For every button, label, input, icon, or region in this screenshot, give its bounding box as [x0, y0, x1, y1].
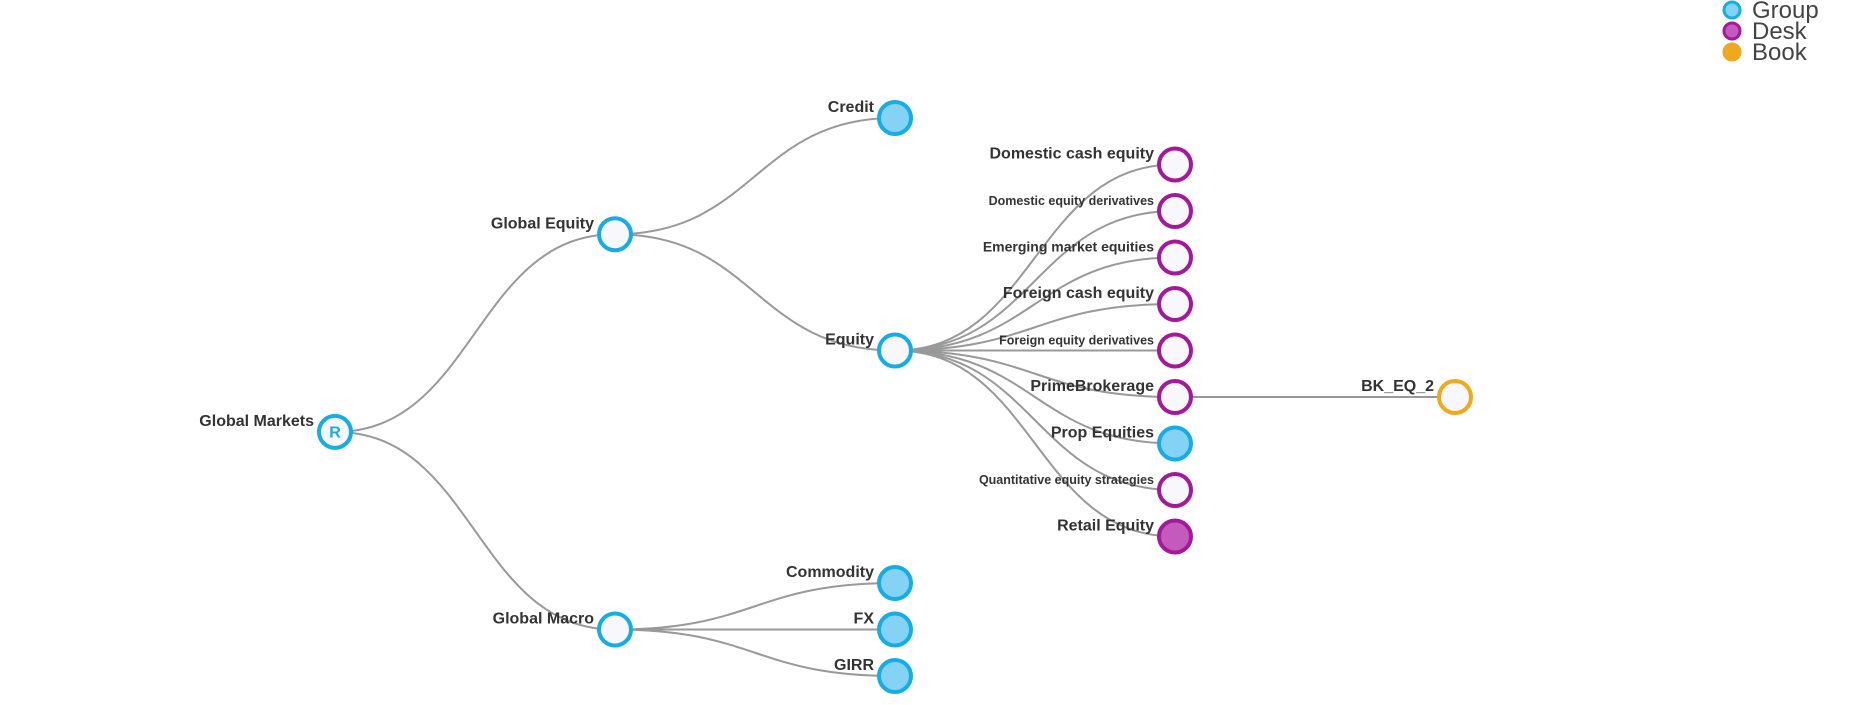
girr-node-circle[interactable] [877, 658, 913, 694]
node-foreign-equity-derivatives[interactable]: Foreign equity derivatives [999, 332, 1193, 369]
legend-label: Group [1752, 0, 1819, 24]
domestic-cash-equity-node-circle[interactable] [1157, 146, 1193, 183]
node-retail-equity[interactable]: Retail Equity [1057, 518, 1193, 555]
credit-node-circle[interactable] [877, 100, 913, 136]
commodity-node-circle[interactable] [877, 565, 913, 601]
link-equity-to-domestic-cash-equity [894, 163, 1176, 352]
fx-node-circle[interactable] [877, 611, 913, 648]
link-equity-to-domestic-equity-derivatives [894, 210, 1176, 352]
node-label: PrimeBrokerage [1030, 378, 1154, 395]
link-equity-to-primebrokerage [894, 349, 1176, 398]
legend-item-group: Group [1722, 0, 1819, 24]
link-global-markets-to-global-equity [334, 233, 616, 433]
node-label: Global Markets [199, 413, 314, 430]
legend-item-desk: Desk [1722, 18, 1808, 45]
node-foreign-cash-equity[interactable]: Foreign cash equity [1003, 285, 1193, 322]
node-credit[interactable]: Credit [828, 99, 913, 136]
link-equity-to-prop-equities [894, 349, 1176, 445]
tree-links [334, 117, 1455, 677]
bk-eq-2-node-circle[interactable] [1437, 379, 1473, 415]
node-global-macro[interactable]: Global Macro [493, 611, 633, 648]
primebrokerage-node-circle[interactable] [1157, 379, 1193, 415]
node-domestic-equity-derivatives[interactable]: Domestic equity derivatives [989, 193, 1193, 229]
node-label: Foreign cash equity [1003, 285, 1154, 302]
node-label: Global Macro [493, 611, 595, 628]
node-domestic-cash-equity[interactable]: Domestic cash equity [990, 146, 1193, 183]
link-equity-to-retail-equity [894, 349, 1176, 538]
node-label: Global Equity [491, 215, 594, 232]
node-label: Equity [825, 332, 874, 349]
node-label: GIRR [834, 657, 874, 674]
link-global-markets-to-global-macro [334, 430, 616, 631]
link-global-macro-to-girr [614, 628, 896, 677]
node-fx[interactable]: FX [854, 611, 913, 648]
foreign-equity-derivatives-node-circle[interactable] [1157, 332, 1193, 369]
root-marker: R [329, 424, 341, 441]
prop-equities-node-circle[interactable] [1157, 425, 1193, 462]
node-emerging-market-equities[interactable]: Emerging market equities [983, 239, 1193, 276]
node-label: Commodity [786, 564, 874, 581]
retail-equity-node-circle[interactable] [1157, 518, 1193, 555]
node-global-markets[interactable]: R Global Markets [199, 413, 353, 450]
quantitative-equity-strategies-node-circle[interactable] [1157, 472, 1193, 508]
link-equity-to-emerging-market-equities [894, 256, 1176, 352]
node-bk-eq-2[interactable]: BK_EQ_2 [1361, 378, 1473, 415]
legend-label: Desk [1752, 18, 1808, 45]
node-global-equity[interactable]: Global Equity [491, 215, 633, 253]
node-label: Quantitative equity strategies [979, 473, 1154, 487]
global-equity-node-circle[interactable] [597, 216, 633, 253]
legend-item-book: Book [1722, 39, 1808, 66]
legend-desk-swatch [1722, 21, 1742, 41]
node-label: Prop Equities [1051, 425, 1154, 442]
legend-group-swatch [1722, 0, 1742, 20]
node-commodity[interactable]: Commodity [786, 564, 913, 601]
legend-book-swatch [1722, 42, 1742, 62]
node-label: FX [854, 611, 875, 628]
node-label: Credit [828, 99, 875, 116]
tree-nodes: R Global Markets Global Equity CreditEquity… [199, 99, 1473, 694]
node-label: Domestic equity derivatives [989, 194, 1154, 208]
node-label: Retail Equity [1057, 518, 1154, 535]
node-label: Foreign equity derivatives [999, 334, 1154, 348]
node-equity[interactable]: Equity [825, 332, 913, 369]
link-equity-to-quantitative-equity-strategies [894, 349, 1176, 491]
node-label: Emerging market equities [983, 239, 1154, 255]
legend-label: Book [1752, 39, 1808, 66]
node-primebrokerage[interactable]: PrimeBrokerage [1030, 378, 1193, 415]
link-global-equity-to-equity [614, 233, 896, 352]
link-equity-to-foreign-cash-equity [894, 303, 1176, 352]
equity-node-circle[interactable] [877, 332, 913, 369]
node-prop-equities[interactable]: Prop Equities [1051, 425, 1193, 462]
link-global-macro-to-commodity [614, 582, 896, 631]
node-girr[interactable]: GIRR [834, 657, 913, 694]
global-macro-node-circle[interactable] [597, 611, 633, 648]
emerging-market-equities-node-circle[interactable] [1157, 239, 1193, 276]
global-markets-node-circle[interactable] [317, 413, 353, 450]
node-quantitative-equity-strategies[interactable]: Quantitative equity strategies [979, 472, 1193, 508]
node-label: Domestic cash equity [990, 146, 1155, 163]
domestic-equity-derivatives-node-circle[interactable] [1157, 193, 1193, 229]
foreign-cash-equity-node-circle[interactable] [1157, 286, 1193, 322]
node-label: BK_EQ_2 [1361, 378, 1434, 395]
link-global-equity-to-credit [614, 117, 896, 236]
